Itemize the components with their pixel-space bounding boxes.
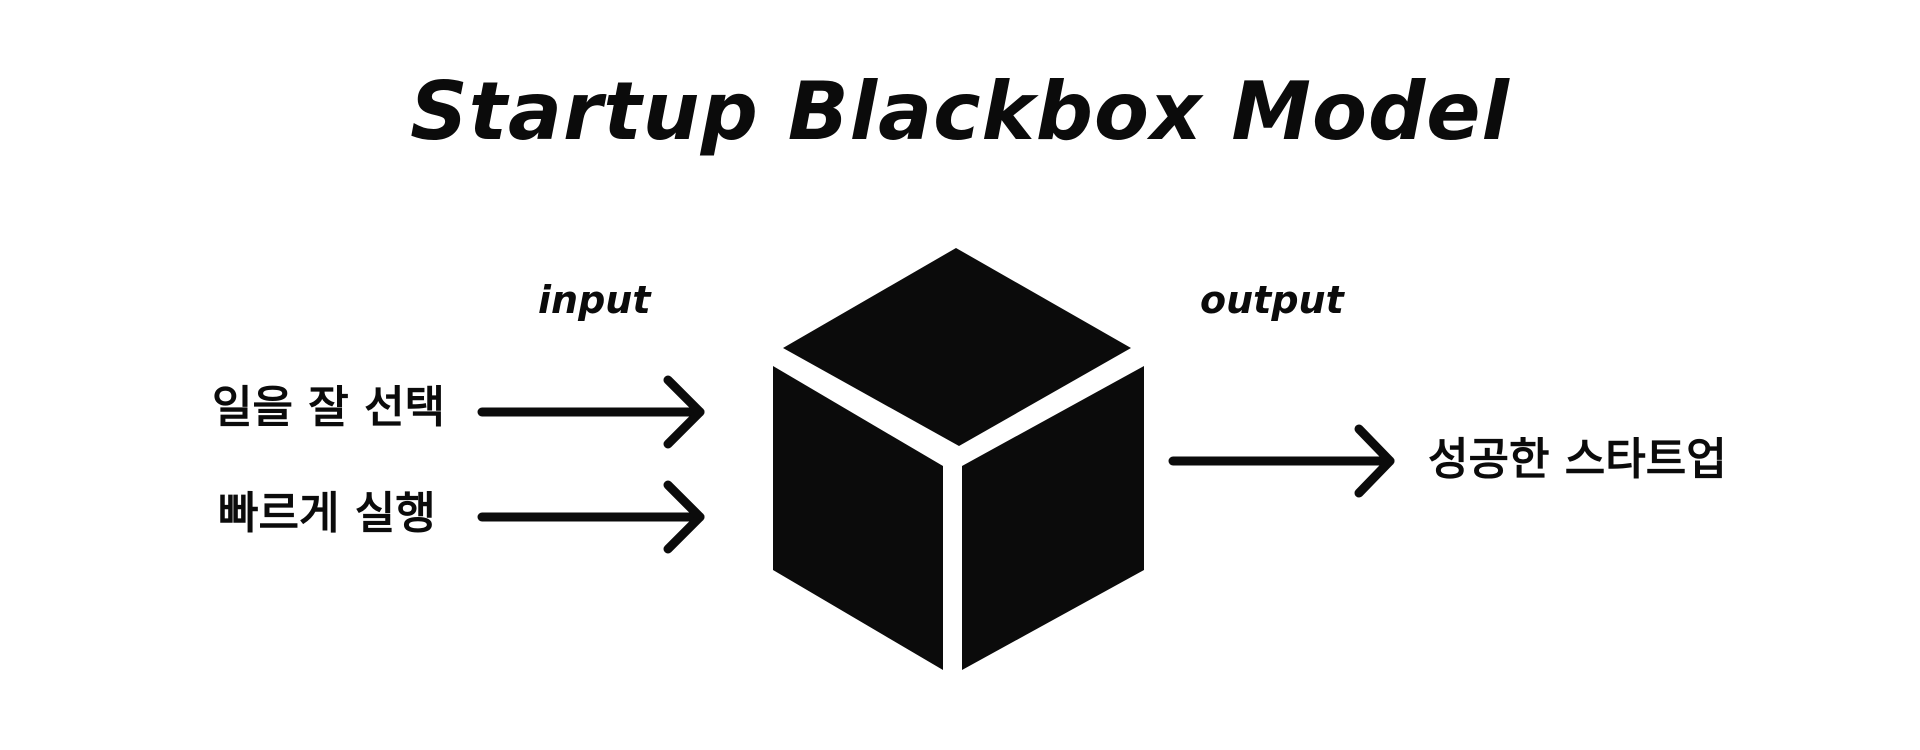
arrow-right-icon — [1168, 424, 1395, 498]
input-term-choose-work: 일을 잘 선택 — [212, 382, 446, 433]
input-term-execute-fast: 빠르게 실행 — [218, 488, 436, 539]
cube-icon — [773, 248, 1144, 670]
diagram-title: Startup Blackbox Model — [410, 65, 1510, 158]
arrow-right-icon — [477, 375, 705, 449]
input-section-label: input — [538, 278, 651, 322]
cube-right-face — [962, 366, 1144, 670]
cube-left-face — [773, 366, 943, 670]
cube-top-face — [783, 248, 1131, 446]
output-term-successful-startup: 성공한 스타트업 — [1428, 434, 1727, 485]
arrow-right-icon — [477, 480, 705, 554]
output-section-label: output — [1200, 278, 1344, 322]
